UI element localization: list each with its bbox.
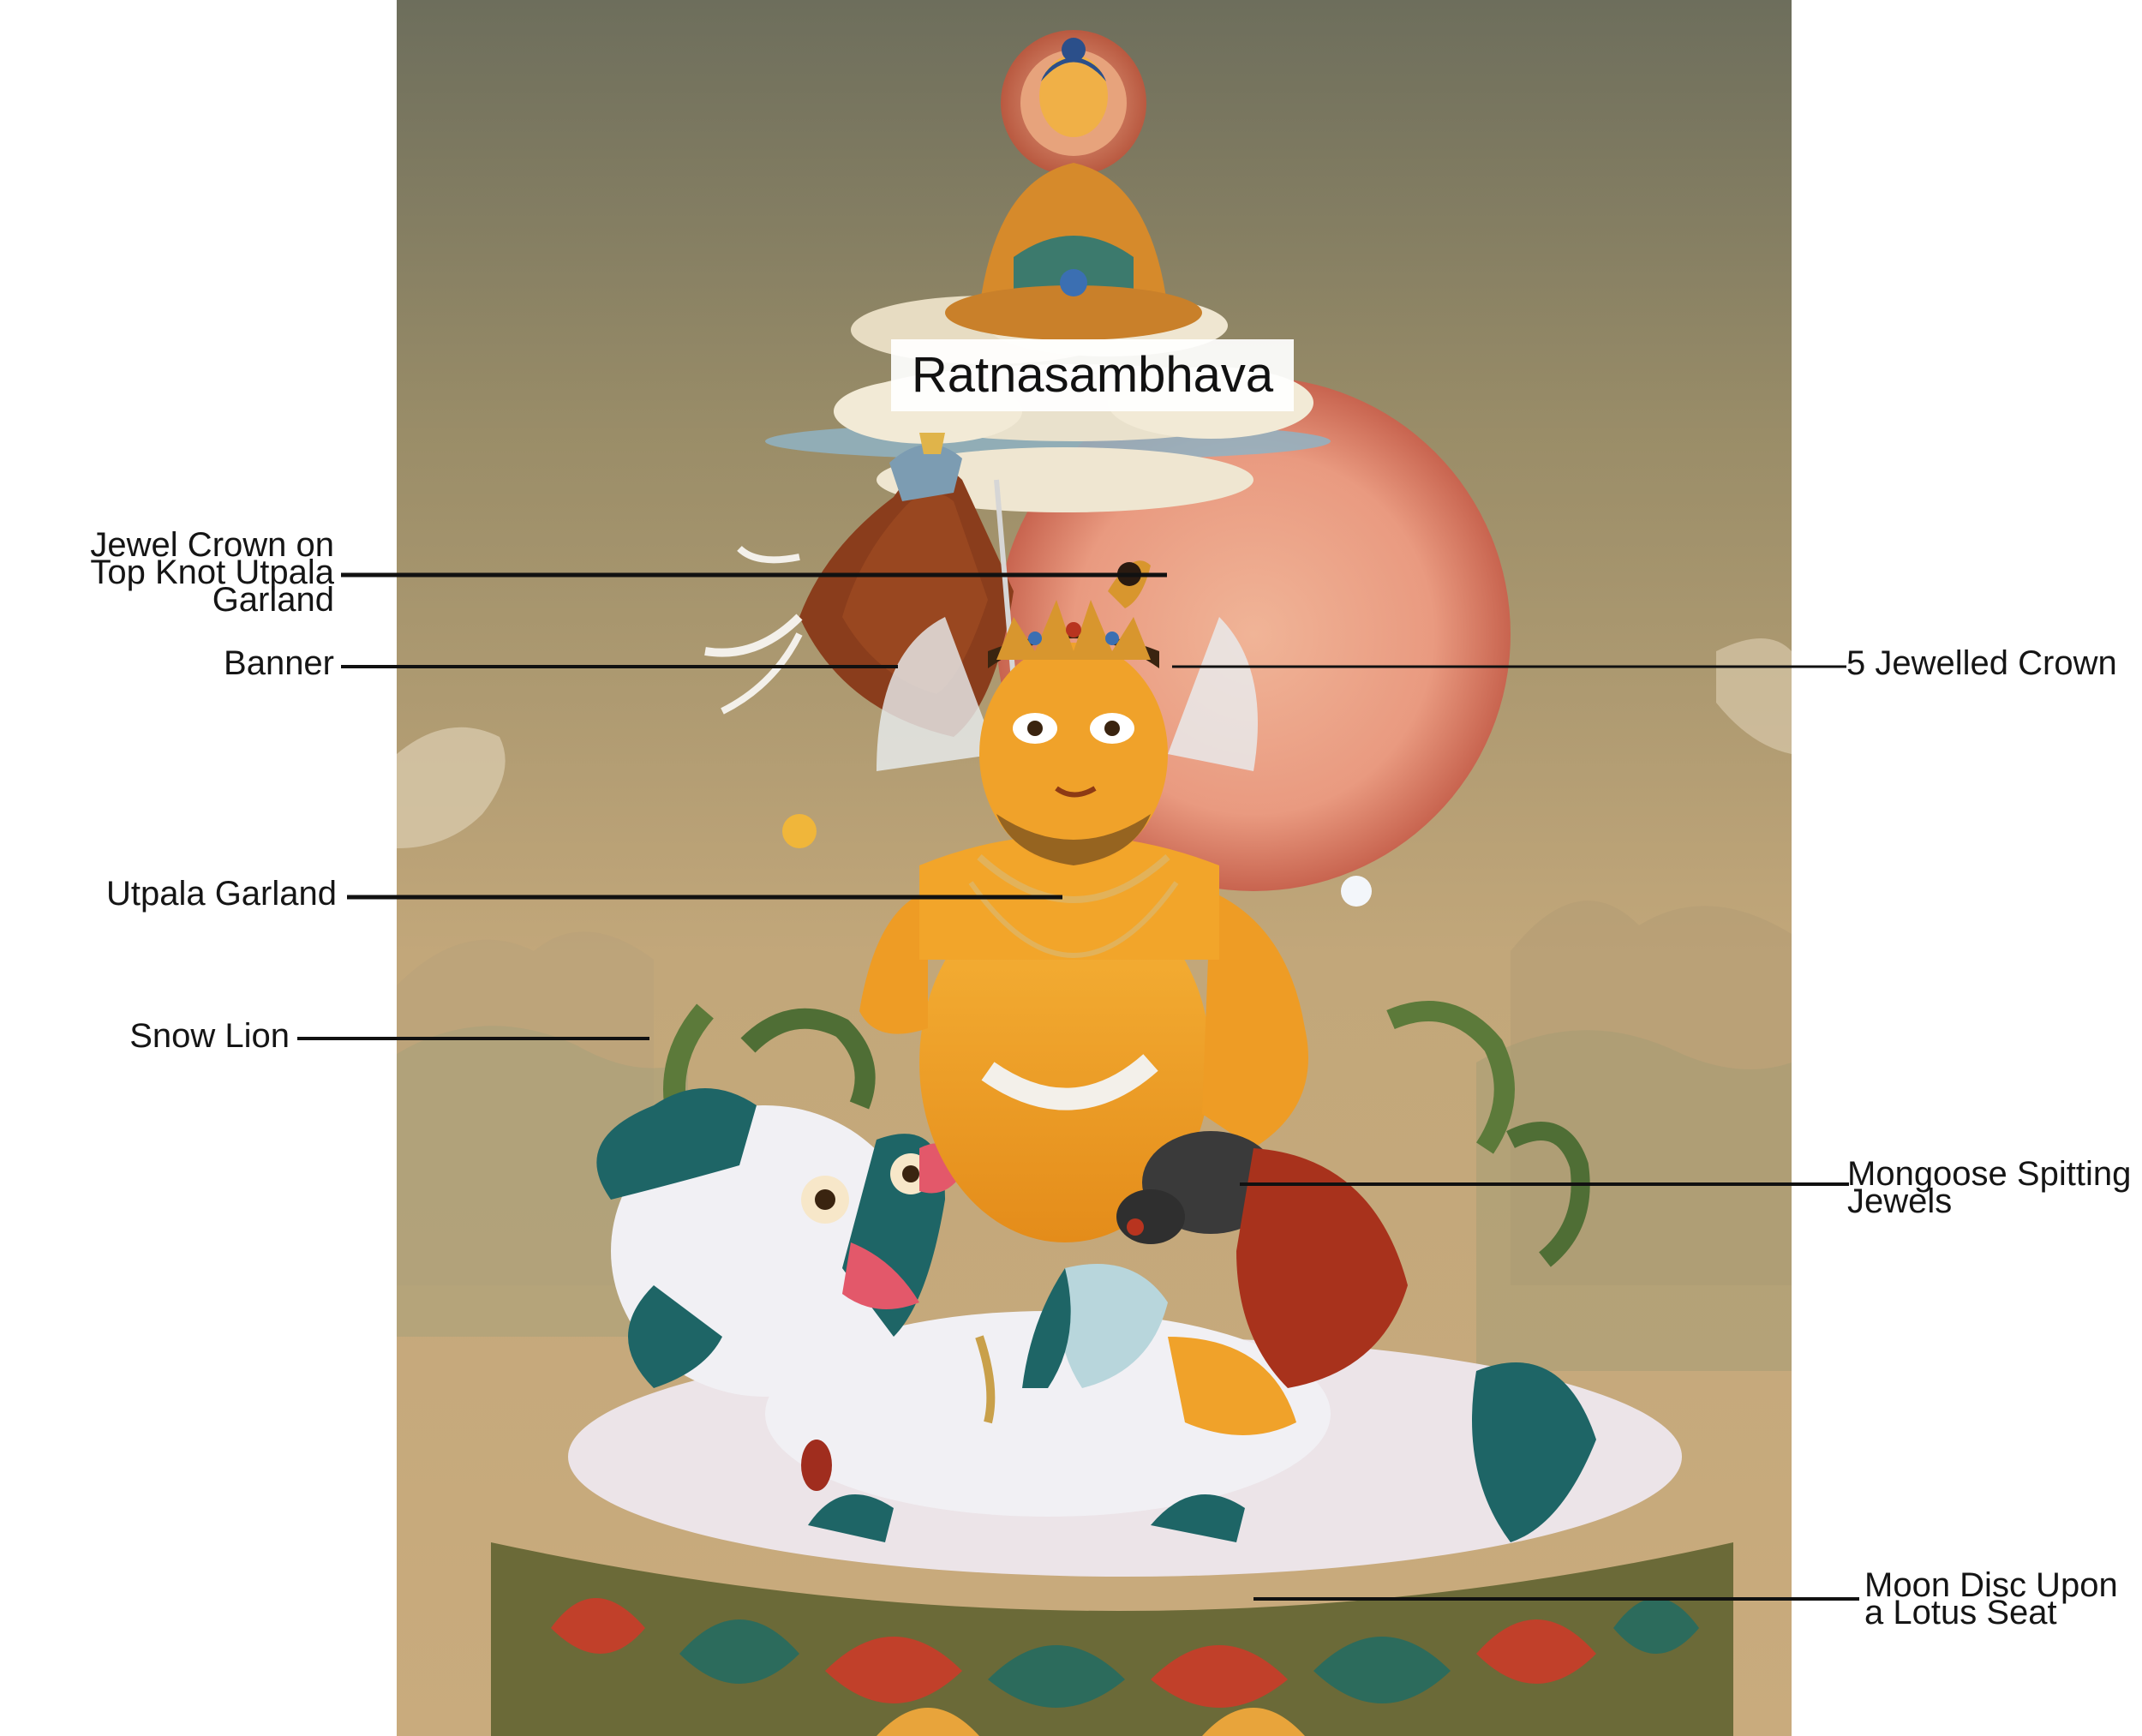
label-jewel-crown: Jewel Crown on Top Knot Utpala Garland <box>90 526 334 619</box>
label-five-jewelled-crown: 5 Jewelled Crown <box>1846 644 2117 682</box>
label-mongoose: Mongoose Spitting Jewels <box>1847 1155 2132 1220</box>
label-utpala-garland: Utpala Garland <box>105 875 337 913</box>
landscape-hills <box>397 638 1792 1371</box>
title-label-ratnasambhava: Ratnasambhava <box>891 339 1294 411</box>
label-snow-lion: Snow Lion <box>129 1017 290 1055</box>
jambhala-figure <box>859 560 1408 1435</box>
ratnasambhava-figure <box>945 30 1202 340</box>
label-moon-disc: Moon Disc Upon a Lotus Seat <box>1864 1566 2118 1631</box>
floating-jewel <box>1341 876 1372 907</box>
label-banner: Banner <box>224 644 334 682</box>
floating-jewel <box>782 814 817 848</box>
lotus-seat <box>491 1542 1733 1736</box>
jambhala-thangka-painting <box>397 0 1792 1736</box>
